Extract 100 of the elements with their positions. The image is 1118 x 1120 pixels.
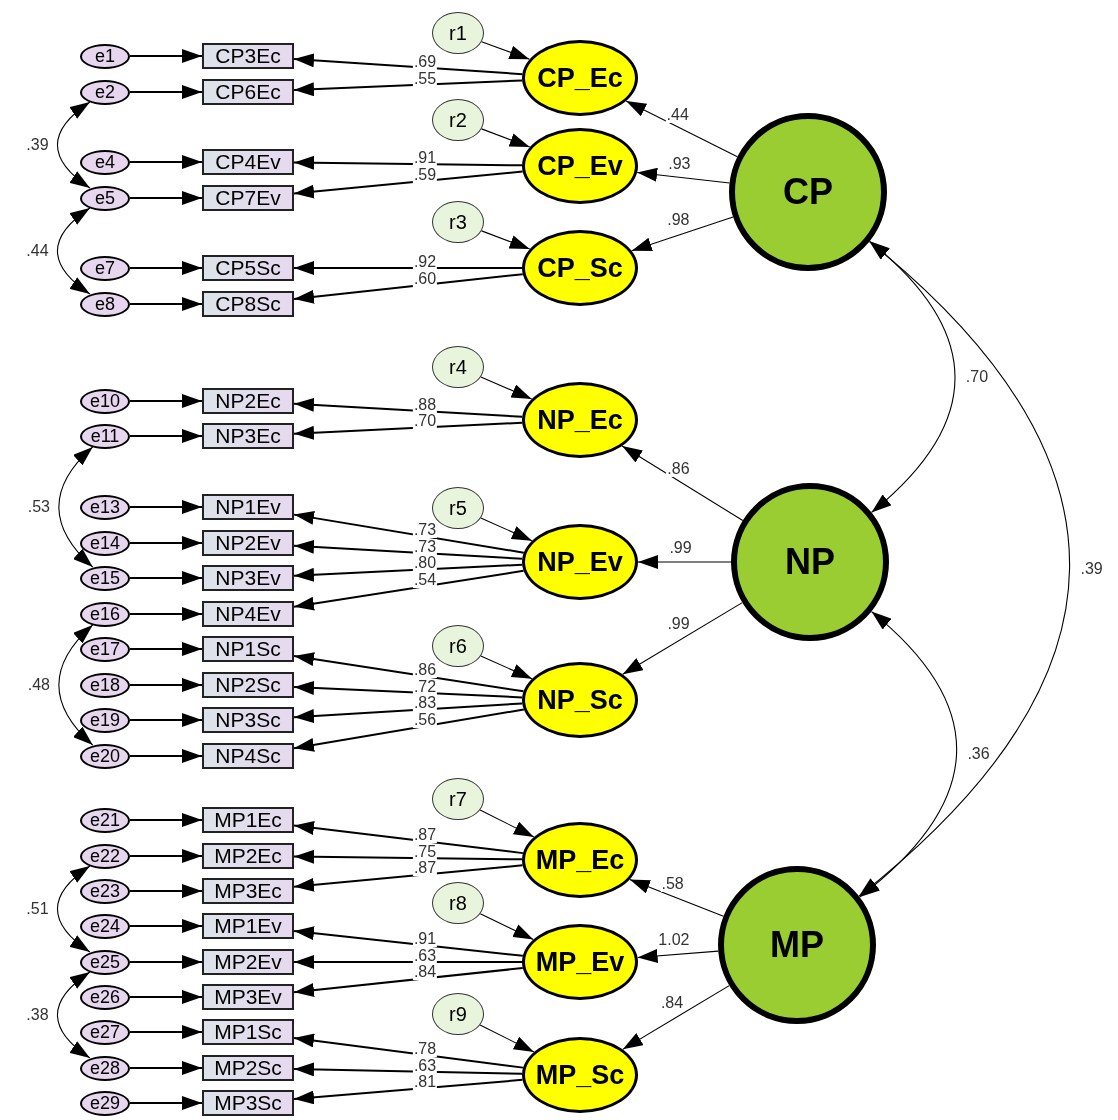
covariance-arrow bbox=[858, 241, 1071, 897]
path-coefficient: .58 bbox=[660, 875, 685, 892]
path-arrow bbox=[293, 821, 524, 855]
path-arrow bbox=[129, 429, 203, 443]
factor-ellipse: CP_Sc bbox=[522, 230, 638, 306]
path-arrow bbox=[293, 170, 524, 199]
path-arrow bbox=[293, 273, 524, 304]
path-arrow bbox=[129, 261, 203, 275]
path-arrow bbox=[293, 569, 525, 611]
covariance-arrow bbox=[56, 865, 91, 953]
path-arrow bbox=[637, 948, 719, 963]
factor-ellipse: MP_Sc bbox=[522, 1037, 638, 1113]
error-ellipse: e10 bbox=[80, 388, 130, 414]
path-coefficient: .54 bbox=[412, 572, 438, 589]
path-arrow bbox=[293, 955, 523, 969]
path-arrow bbox=[129, 155, 203, 169]
latent-circle: NP bbox=[731, 483, 889, 641]
error-ellipse: e24 bbox=[80, 913, 130, 939]
path-coefficient: .63 bbox=[412, 948, 438, 964]
error-ellipse: e14 bbox=[80, 530, 130, 556]
path-coefficient: .92 bbox=[412, 254, 438, 270]
path-arrow bbox=[129, 49, 203, 63]
indicator-box: NP2Ec bbox=[202, 388, 294, 414]
path-arrow bbox=[293, 421, 524, 440]
path-arrow bbox=[129, 813, 203, 827]
error-ellipse: e20 bbox=[80, 743, 130, 769]
path-arrow bbox=[129, 571, 203, 585]
path-coefficient: .88 bbox=[412, 397, 438, 414]
error-ellipse: e8 bbox=[80, 291, 130, 317]
path-arrow bbox=[479, 913, 534, 940]
path-arrow bbox=[636, 167, 731, 184]
error-ellipse: e11 bbox=[80, 423, 130, 449]
path-arrow bbox=[479, 1024, 535, 1053]
indicator-box: CP4Ev bbox=[202, 149, 294, 175]
path-arrow bbox=[129, 678, 203, 692]
error-ellipse: e18 bbox=[80, 672, 130, 698]
path-arrow bbox=[293, 967, 524, 997]
path-arrow bbox=[129, 1025, 203, 1039]
path-coefficient: .72 bbox=[412, 679, 438, 695]
error-ellipse: e29 bbox=[80, 1090, 130, 1116]
error-ellipse: e25 bbox=[80, 949, 130, 975]
path-coefficient: .73 bbox=[412, 522, 438, 539]
path-coefficient: .98 bbox=[666, 211, 691, 228]
path-arrow bbox=[129, 607, 203, 621]
path-coefficient: .73 bbox=[412, 539, 438, 556]
indicator-box: MP3Ev bbox=[202, 984, 294, 1010]
path-coefficient: .81 bbox=[412, 1074, 438, 1091]
indicator-box: NP1Sc bbox=[202, 636, 294, 662]
indicator-box: MP3Ec bbox=[202, 878, 294, 904]
residual-circle: r3 bbox=[432, 201, 484, 243]
path-coefficient: .86 bbox=[412, 662, 438, 679]
path-arrow bbox=[293, 155, 523, 170]
path-arrow bbox=[129, 990, 203, 1004]
path-arrow bbox=[129, 500, 203, 514]
error-ellipse: e1 bbox=[80, 43, 130, 69]
path-coefficient: .87 bbox=[412, 827, 438, 844]
path-coefficient: .99 bbox=[668, 540, 693, 556]
covariance-arrow bbox=[58, 624, 94, 746]
error-ellipse: e19 bbox=[80, 707, 130, 733]
path-coefficient: .56 bbox=[412, 712, 438, 729]
indicator-box: MP1Ec bbox=[202, 807, 294, 833]
residual-circle: r7 bbox=[432, 778, 484, 820]
indicator-box: MP1Sc bbox=[202, 1019, 294, 1045]
path-coefficient: .44 bbox=[25, 243, 50, 259]
path-arrow bbox=[481, 230, 531, 250]
path-coefficient: .91 bbox=[412, 931, 438, 948]
indicator-box: MP1Ev bbox=[202, 913, 294, 939]
indicator-box: MP2Ev bbox=[202, 949, 294, 975]
indicator-box: NP3Sc bbox=[202, 707, 294, 733]
error-ellipse: e22 bbox=[80, 843, 130, 869]
factor-ellipse: CP_Ev bbox=[522, 128, 638, 204]
path-coefficient: .36 bbox=[966, 745, 991, 762]
covariance-arrow bbox=[869, 240, 956, 513]
indicator-box: NP4Sc bbox=[202, 743, 294, 769]
path-arrow bbox=[129, 1061, 203, 1075]
path-arrow bbox=[129, 955, 203, 969]
path-coefficient: .70 bbox=[964, 368, 990, 385]
indicator-box: NP2Sc bbox=[202, 672, 294, 698]
path-arrow bbox=[129, 191, 203, 205]
path-arrow bbox=[293, 563, 524, 582]
path-arrow bbox=[129, 919, 203, 933]
path-arrow bbox=[293, 511, 525, 554]
covariance-arrow bbox=[859, 611, 958, 898]
indicator-box: NP3Ec bbox=[202, 423, 294, 449]
indicator-box: CP7Ev bbox=[202, 185, 294, 211]
indicator-box: NP4Ev bbox=[202, 601, 294, 627]
path-arrow bbox=[293, 539, 524, 560]
path-arrow bbox=[293, 652, 525, 693]
path-arrow bbox=[629, 878, 724, 917]
path-arrow bbox=[129, 749, 203, 763]
indicator-box: CP3Ec bbox=[202, 43, 294, 69]
path-coefficient: .44 bbox=[665, 106, 690, 123]
indicator-box: CP5Sc bbox=[202, 255, 294, 281]
path-coefficient: .59 bbox=[412, 166, 438, 183]
path-coefficient: .84 bbox=[412, 964, 438, 981]
path-arrow bbox=[293, 79, 524, 97]
error-ellipse: e15 bbox=[80, 565, 130, 591]
error-ellipse: e23 bbox=[80, 878, 130, 904]
error-ellipse: e26 bbox=[80, 984, 130, 1010]
path-coefficient: .39 bbox=[1079, 560, 1104, 577]
